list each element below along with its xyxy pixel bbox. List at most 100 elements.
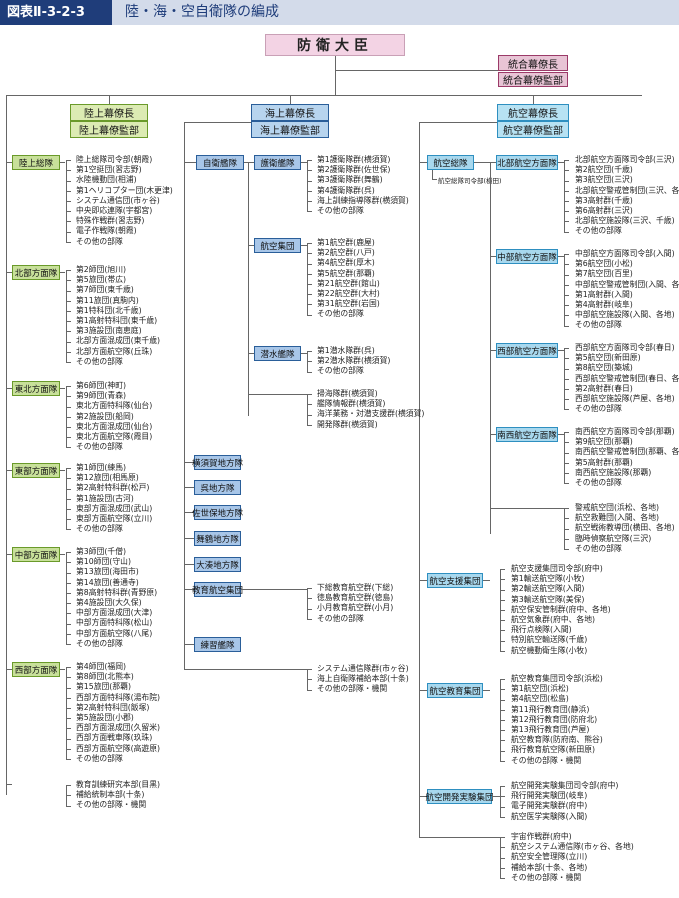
list-item: 第3高射群(千歳) [575, 195, 633, 205]
list-item: その他の部隊 [76, 524, 123, 534]
connector [66, 758, 71, 760]
list-item: その他の部隊 [76, 442, 123, 452]
connector [184, 644, 194, 645]
list-item: その他の部隊・機関 [511, 872, 582, 882]
connector [483, 690, 490, 691]
connector [290, 95, 291, 104]
gsdf-unit-box: 陸上総隊 [12, 155, 60, 170]
connector [500, 599, 505, 601]
connector [66, 478, 71, 480]
connector [490, 434, 496, 435]
connector [6, 162, 12, 163]
connector [564, 409, 569, 411]
connector [307, 253, 312, 255]
list-item: 南西航空警戒管制団(那覇、各地) [575, 447, 679, 457]
connector [307, 180, 312, 182]
list-item: 航空開発実験集団司令部(府中) [511, 781, 619, 790]
connector [564, 368, 569, 370]
list-item: 航空気象群(府中、各地) [511, 614, 596, 624]
list-item: 第13旅団(海田市) [76, 567, 139, 577]
asdf-bottom-list: 宇宙作戦群(府中)航空システム通信隊(市ヶ谷、各地)航空安全管理隊(立川)補給本… [511, 832, 634, 883]
list-item: 西部方面航空隊(高遊原) [76, 743, 161, 753]
connector [66, 613, 71, 615]
connector [66, 386, 71, 388]
connector [66, 488, 71, 490]
connector [6, 669, 12, 670]
asdf-command-list: 警戒航空団(浜松、各地)航空救難団(入間、各地)航空戦術教導団(横田、各地)臨時… [575, 503, 675, 554]
connector [66, 231, 71, 233]
list-item: 西部航空施設隊(芦屋、各地) [575, 393, 675, 403]
connector [301, 162, 307, 163]
list-item: 第4航空団(松島) [511, 694, 569, 704]
list-item: 飛行点検隊(入間) [511, 625, 572, 635]
list-item: 第1特科団(北千歳) [76, 305, 142, 315]
connector [500, 877, 505, 879]
connector [66, 562, 71, 564]
list-item: 北部航空警戒管制団(三沢、各地) [575, 185, 679, 195]
asdf-force-box: 北部航空方面隊 [496, 155, 558, 170]
connector [564, 305, 569, 307]
connector [66, 361, 71, 363]
list-item: 第21航空群(館山) [317, 278, 380, 288]
connector [66, 280, 71, 282]
list-item: 中部航空警戒管制団(入間、各地) [575, 279, 679, 289]
connector [564, 462, 569, 464]
asdf-education-box: 航空教育集団 [427, 683, 483, 698]
connector [564, 348, 569, 350]
list-item: その他の部隊 [575, 543, 622, 553]
connector [184, 462, 194, 463]
connector [564, 528, 569, 530]
connector [564, 432, 569, 434]
list-item: 第8師団(北熊本) [76, 672, 134, 682]
connector [60, 272, 65, 273]
list-item: 電子作戦隊(朝霞) [76, 226, 137, 236]
connector [66, 572, 71, 574]
connector [301, 353, 307, 354]
connector [307, 190, 312, 192]
connector [500, 837, 505, 839]
list-item: 第3航空団(三沢) [575, 175, 633, 185]
list-item: 航空医学実験隊(入間) [511, 811, 588, 821]
connector [307, 314, 312, 316]
connector [307, 608, 312, 610]
list-item: 西部方面特科隊(湯布院) [76, 692, 161, 702]
list-item: 第1航空群(鹿屋) [317, 238, 375, 247]
list-item: その他の部隊 [317, 366, 364, 376]
connector [564, 548, 569, 550]
connector [419, 837, 500, 838]
list-item: 第7師団(東千歳) [76, 285, 134, 295]
connector [66, 416, 71, 418]
list-item: 中部方面航空隊(八尾) [76, 628, 153, 638]
connector [184, 487, 194, 488]
msdf-district-box: 佐世保地方隊 [192, 505, 243, 520]
list-item: 中部方面混成団(大津) [76, 608, 153, 618]
gsdf-office: 陸上幕僚監部 [70, 121, 148, 138]
connector [500, 847, 505, 849]
connector [307, 160, 312, 162]
connector [564, 294, 569, 296]
connector [66, 406, 71, 408]
asdf-force-box: 南西航空方面隊 [496, 427, 558, 442]
connector [564, 190, 569, 192]
connector [490, 350, 496, 351]
connector [500, 579, 505, 581]
connector [564, 325, 569, 327]
list-item: 北部航空施設隊(三沢、千歳) [575, 216, 675, 226]
connector [564, 254, 569, 256]
list-item: 北部航空方面隊司令部(三沢) [575, 155, 675, 164]
list-item: 北部方面航空隊(丘珠) [76, 346, 153, 356]
connector [66, 270, 71, 272]
connector [500, 786, 501, 818]
list-item: その他の部隊・機関 [511, 755, 582, 765]
connector [500, 816, 505, 818]
asdf-command-box: 航空総隊 [427, 155, 474, 170]
msdf-district-box: 横須賀地方隊 [192, 455, 243, 470]
connector [66, 738, 71, 740]
list-item: 東部方面混成団(武山) [76, 503, 153, 513]
connector [66, 351, 71, 353]
asdf-force-box: 中部航空方面隊 [496, 249, 558, 264]
list-item: 補給本部(十条、各地) [511, 862, 588, 872]
connector [66, 707, 71, 709]
msdf-group-list: 第1潜水隊群(呉)第2潜水隊群(横須賀)その他の部隊 [317, 346, 390, 377]
list-item: 海上自衛隊補給本部(十条) [317, 674, 409, 684]
